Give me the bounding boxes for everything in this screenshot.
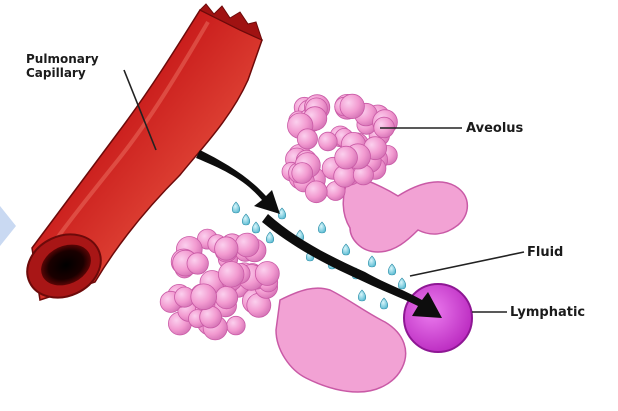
alveolar-sac bbox=[319, 132, 338, 151]
fluid-label: Fluid bbox=[527, 246, 563, 260]
alveolar-sac bbox=[297, 129, 317, 149]
alveolar-sac bbox=[215, 237, 238, 260]
capillary-label: Pulmonary Capillary bbox=[26, 52, 99, 80]
lymphatic-label: Lymphatic bbox=[510, 306, 585, 320]
fluid-droplet bbox=[398, 278, 406, 289]
alveolus-upper bbox=[282, 94, 467, 252]
lymphatic-vessel bbox=[404, 284, 472, 352]
alveolus-label: Aveolus bbox=[466, 122, 523, 136]
alveolar-sac bbox=[255, 262, 279, 286]
alveolar-sac bbox=[187, 253, 208, 274]
fluid-droplet bbox=[388, 264, 396, 275]
alveolar-sac bbox=[305, 181, 327, 203]
fluid-droplet bbox=[266, 232, 274, 243]
fluid-droplet bbox=[252, 222, 260, 233]
fluid-droplet bbox=[342, 244, 350, 255]
fluid-droplet bbox=[368, 256, 376, 267]
leader-fluid bbox=[410, 252, 524, 276]
fluid-droplet bbox=[358, 290, 366, 301]
triangle-tab-icon bbox=[0, 206, 16, 246]
alveolar-sac bbox=[235, 233, 259, 257]
fluid-droplet bbox=[380, 298, 388, 309]
alveolar-sac bbox=[215, 286, 237, 308]
alveolus-lower-cluster bbox=[160, 229, 279, 340]
fluid-droplet bbox=[318, 222, 326, 233]
alveolar-sac bbox=[227, 316, 246, 335]
alveolar-sac bbox=[340, 94, 364, 118]
fluid-droplet bbox=[232, 202, 240, 213]
alveolus-lower bbox=[160, 229, 405, 392]
alveolar-sac bbox=[191, 284, 217, 310]
alveolar-sac bbox=[218, 262, 244, 288]
capillary-label-line1: Pulmonary bbox=[26, 52, 99, 66]
alveolar-sac bbox=[335, 146, 358, 169]
fluid-droplet bbox=[242, 214, 250, 225]
alveolar-sac bbox=[292, 163, 313, 184]
capillary-label-line2: Capillary bbox=[26, 66, 99, 80]
